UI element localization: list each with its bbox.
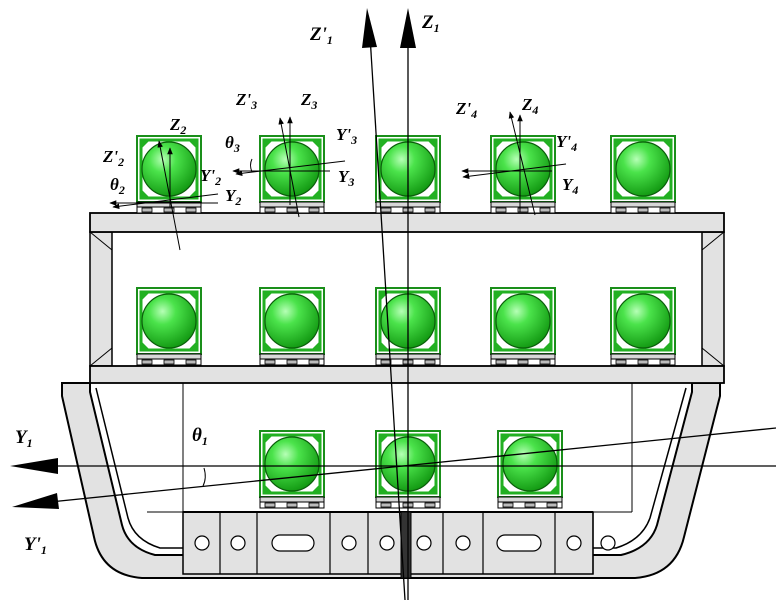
label-z3: Z3 bbox=[300, 90, 317, 112]
label-y3-prime: Y'3 bbox=[336, 125, 357, 147]
local-axes-4 bbox=[461, 111, 567, 216]
tank-container bbox=[259, 430, 325, 510]
label-y2-prime: Y'2 bbox=[200, 166, 221, 188]
tank-container bbox=[259, 135, 325, 215]
label-z2: Z2 bbox=[169, 115, 186, 137]
upper-deck bbox=[89, 212, 725, 233]
label-y2: Y2 bbox=[225, 186, 241, 208]
label-theta3: θ3 bbox=[225, 133, 240, 155]
label-y4-prime: Y'4 bbox=[556, 132, 577, 154]
local-axes-3 bbox=[232, 116, 346, 218]
tank-containers bbox=[136, 135, 676, 510]
label-z1-prime: Z'1 bbox=[309, 24, 333, 47]
hull-outer-shell bbox=[61, 382, 721, 579]
label-y4: Y4 bbox=[562, 175, 578, 197]
label-theta2: θ2 bbox=[110, 175, 125, 197]
label-y1: Y1 bbox=[15, 427, 33, 450]
middle-deck bbox=[89, 365, 725, 384]
tank-container bbox=[490, 135, 556, 215]
label-theta1: θ1 bbox=[192, 425, 208, 448]
label-y3: Y3 bbox=[338, 167, 354, 189]
label-z4: Z4 bbox=[521, 95, 538, 117]
label-z3-prime: Z'3 bbox=[235, 90, 257, 112]
tank-container bbox=[136, 135, 202, 215]
tank-container bbox=[610, 287, 676, 367]
tank-container bbox=[136, 287, 202, 367]
tank-container bbox=[259, 287, 325, 367]
global-axes bbox=[10, 8, 776, 601]
side-wall-right bbox=[701, 231, 725, 367]
label-y1-prime: Y'1 bbox=[24, 534, 47, 557]
label-z1: Z1 bbox=[421, 12, 440, 35]
side-wall-left bbox=[89, 231, 113, 367]
local-axes-2 bbox=[109, 140, 219, 251]
axis-labels: Z1 Z'1 Y1 Y'1 θ1 Z2 Z'2 θ2 Y'2 Y2 Z'3 bbox=[15, 12, 578, 557]
tank-container bbox=[610, 135, 676, 215]
tank-container bbox=[497, 430, 563, 510]
hull bbox=[61, 212, 725, 579]
tank-container bbox=[490, 287, 556, 367]
label-z4-prime: Z'4 bbox=[455, 99, 477, 121]
label-z2-prime: Z'2 bbox=[102, 147, 124, 169]
